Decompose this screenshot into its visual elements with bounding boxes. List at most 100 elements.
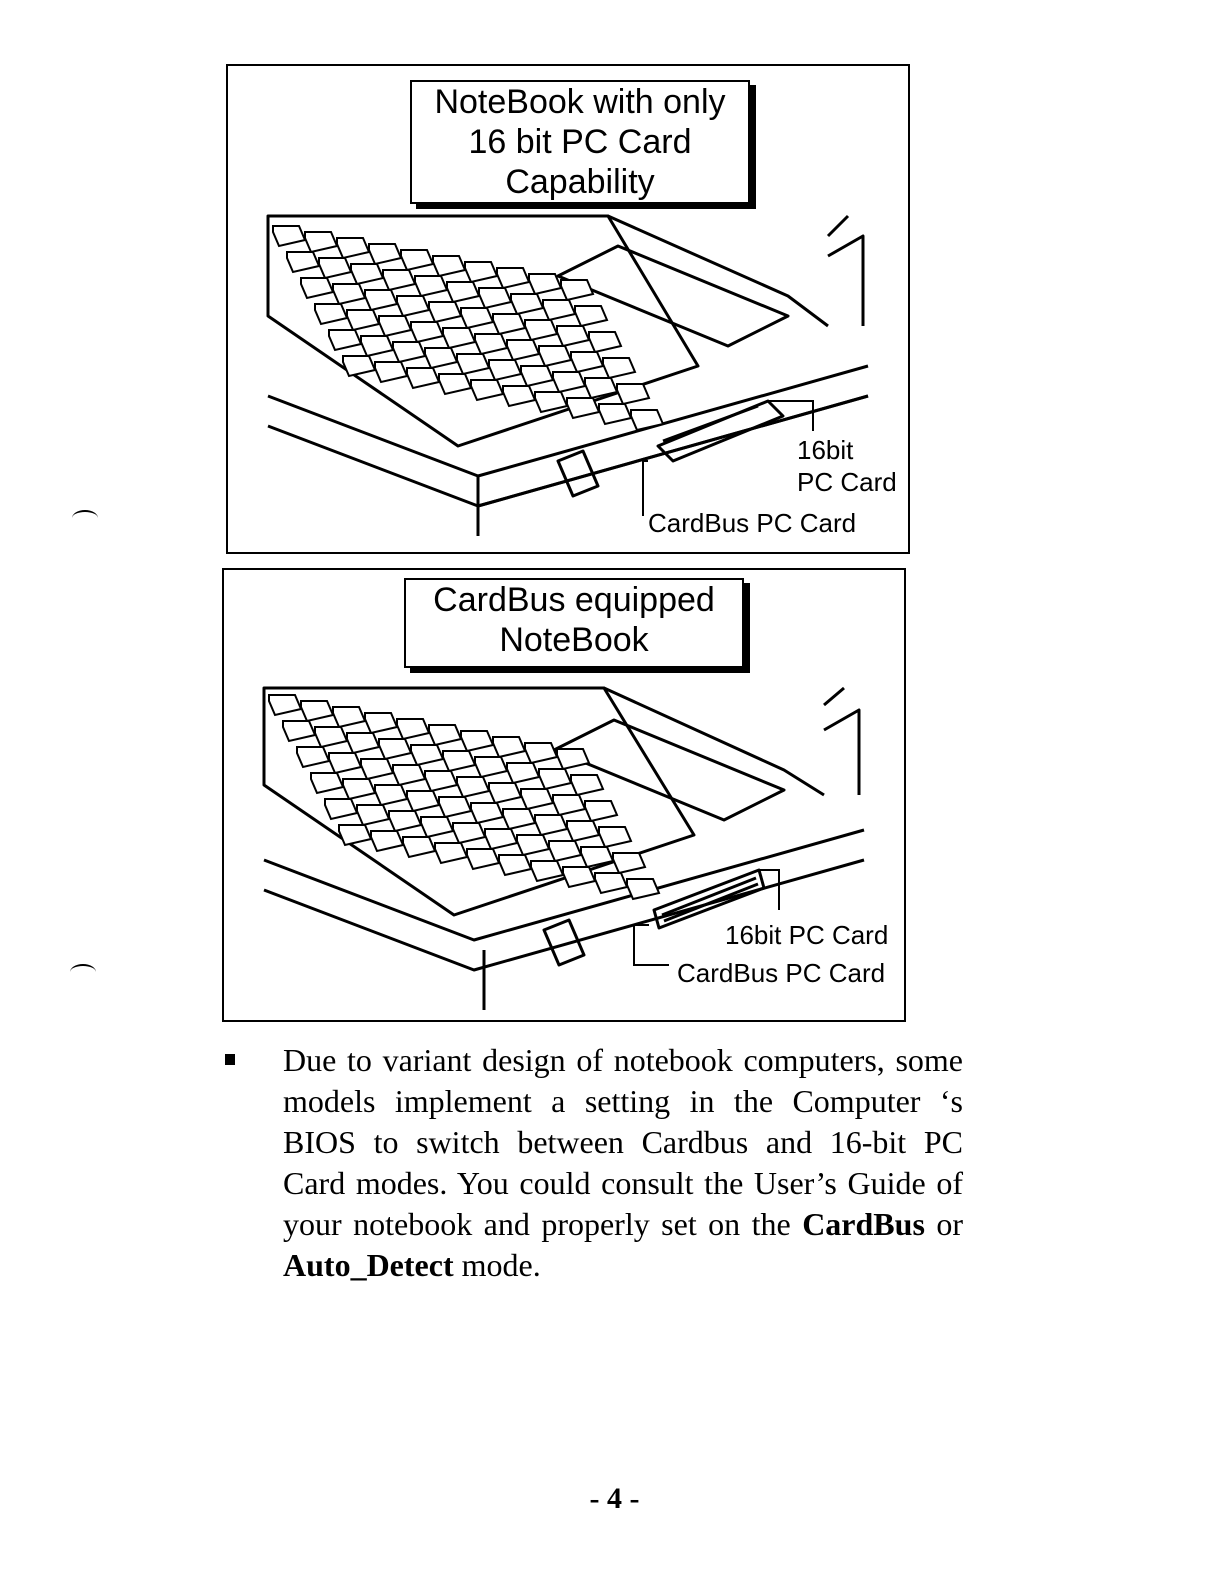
keyboard-key bbox=[548, 840, 583, 863]
keyboard-key bbox=[520, 365, 555, 388]
keyboard-key bbox=[520, 788, 555, 811]
keyboard-key bbox=[442, 327, 477, 350]
keyboard-key bbox=[466, 848, 501, 871]
keyboard-key bbox=[324, 798, 359, 821]
keyboard-key bbox=[428, 301, 463, 324]
callout-line: CardBus equipped bbox=[433, 581, 715, 619]
keyboard-key bbox=[310, 772, 345, 795]
keyboard-key bbox=[510, 293, 545, 316]
keyboard-key bbox=[630, 409, 665, 432]
keyboard-key bbox=[594, 872, 629, 895]
keyboard-key bbox=[506, 339, 541, 362]
keyboard-key bbox=[432, 255, 467, 278]
notebook-illustration bbox=[262, 686, 865, 1010]
keyboard-key bbox=[570, 774, 605, 797]
paragraph-text: or bbox=[924, 1206, 964, 1242]
callout-line: NoteBook bbox=[499, 621, 649, 659]
figure-notebook-16bit: NoteBook with only 16 bit PC Card Capabi… bbox=[226, 64, 910, 554]
keyboard-key bbox=[534, 391, 569, 414]
keyboard-key bbox=[438, 796, 473, 819]
keyboard-key bbox=[626, 878, 661, 901]
keyboard-key bbox=[414, 275, 449, 298]
keyboard-key bbox=[552, 794, 587, 817]
keyboard-key bbox=[382, 269, 417, 292]
keyboard-key bbox=[360, 758, 395, 781]
keyboard-key bbox=[598, 826, 633, 849]
keyboard-key bbox=[524, 742, 559, 765]
keyboard-key bbox=[364, 289, 399, 312]
keyboard-key bbox=[470, 802, 505, 825]
keyboard-key bbox=[574, 305, 609, 328]
label-cardbus-pc-card: CardBus PC Card bbox=[646, 508, 859, 538]
keyboard-key bbox=[442, 750, 477, 773]
notebook-illustration bbox=[266, 214, 869, 536]
callout-line: NoteBook with only bbox=[434, 83, 726, 121]
body-paragraph: Due to variant design of notebook comput… bbox=[283, 1040, 963, 1286]
keyboard-key bbox=[304, 231, 339, 254]
keyboard-key bbox=[566, 397, 601, 420]
keyboard-key bbox=[524, 319, 559, 342]
keyboard-key bbox=[602, 357, 637, 380]
keyboard-key bbox=[342, 778, 377, 801]
keyboard-key bbox=[538, 345, 573, 368]
keyboard-key bbox=[378, 315, 413, 338]
keyboard-key bbox=[464, 261, 499, 284]
keyboard-key bbox=[556, 325, 591, 348]
label-16bit-pc-card: 16bit PC Card bbox=[723, 920, 891, 950]
keyboard-key bbox=[446, 281, 481, 304]
keyboard-key bbox=[616, 383, 651, 406]
keyboard-key bbox=[374, 361, 409, 384]
keyboard-key bbox=[528, 273, 563, 296]
keyboard-key bbox=[478, 287, 513, 310]
keyboard-key bbox=[424, 347, 459, 370]
keyboard-key bbox=[502, 808, 537, 831]
keyboard-key bbox=[360, 335, 395, 358]
keyboard-key bbox=[268, 694, 303, 717]
keyboard-key bbox=[396, 295, 431, 318]
keyboard-key bbox=[272, 225, 307, 248]
keyboard-key bbox=[506, 762, 541, 785]
bullet-square bbox=[225, 1054, 235, 1065]
keyboard-key bbox=[542, 299, 577, 322]
keyboard-key bbox=[364, 712, 399, 735]
keyboard-key bbox=[332, 283, 367, 306]
keyboard-key bbox=[402, 836, 437, 859]
keyboard-key bbox=[318, 257, 353, 280]
keyboard-key bbox=[356, 804, 391, 827]
paragraph-text: mode. bbox=[453, 1247, 541, 1283]
keyboard-key bbox=[484, 828, 519, 851]
label-line: 16bit bbox=[797, 435, 854, 465]
keyboard-key bbox=[516, 834, 551, 857]
keyboard-key bbox=[406, 367, 441, 390]
callout-line: Capability bbox=[505, 163, 655, 201]
keyboard-key bbox=[346, 732, 381, 755]
keyboard-key bbox=[498, 854, 533, 877]
keyboard-key bbox=[456, 776, 491, 799]
label-cardbus-pc-card: CardBus PC Card bbox=[675, 958, 888, 988]
keyboard-key bbox=[406, 790, 441, 813]
keyboard-key bbox=[492, 313, 527, 336]
keyboard-key bbox=[378, 738, 413, 761]
keyboard-key bbox=[410, 321, 445, 344]
margin-mark bbox=[72, 510, 98, 526]
callout-line: 16 bit PC Card bbox=[468, 123, 692, 161]
keyboard-key bbox=[584, 800, 619, 823]
keyboard-key bbox=[346, 309, 381, 332]
keyboard-key bbox=[598, 403, 633, 426]
keyboard-key bbox=[400, 249, 435, 272]
keyboard-key bbox=[530, 860, 565, 883]
paragraph-bold-auto-detect: Auto_Detect bbox=[283, 1247, 454, 1283]
keyboard-key bbox=[410, 744, 445, 767]
keyboard-key bbox=[556, 748, 591, 771]
keyboard-key bbox=[314, 303, 349, 326]
keyboard-key bbox=[488, 782, 523, 805]
keyboard-key bbox=[286, 251, 321, 274]
keyboard-key bbox=[580, 846, 615, 869]
keyboard-key bbox=[460, 307, 495, 330]
keyboard-key bbox=[300, 277, 335, 300]
keyboard-key bbox=[488, 359, 523, 382]
keyboard-key bbox=[392, 764, 427, 787]
keyboard-key bbox=[492, 736, 527, 759]
keyboard-key bbox=[452, 822, 487, 845]
keyboard-key bbox=[456, 353, 491, 376]
